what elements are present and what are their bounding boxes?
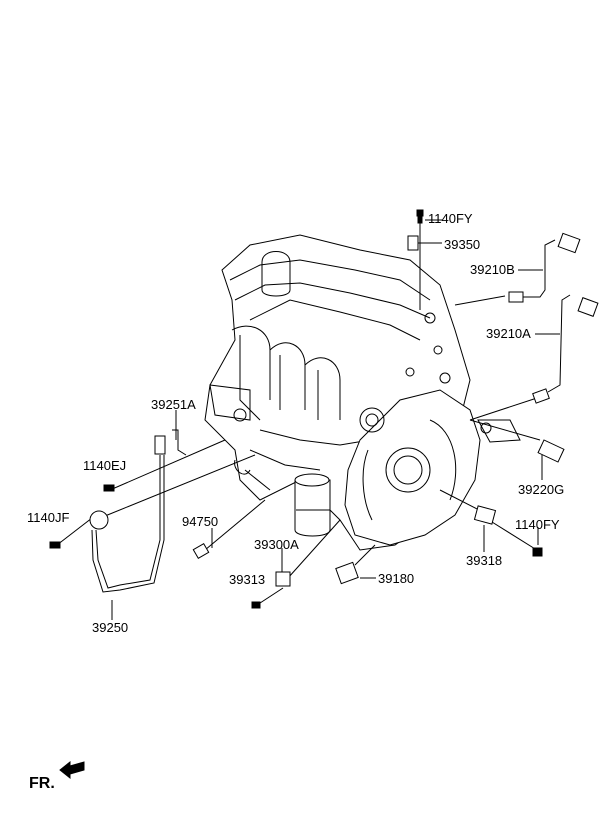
sensor-parts [49,209,599,780]
part-label-1140ej: 1140EJ [83,458,127,473]
part-label-39210b: 39210B [470,262,515,277]
part-label-39350: 39350 [444,237,481,252]
part-label-39210a: 39210A [486,326,531,341]
engine-assembly [204,234,521,551]
part-label-39180: 39180 [378,571,415,586]
part-label-39318: 39318 [466,553,503,568]
part-label-1140jf: 1140JF [27,510,70,525]
part-label-39250: 39250 [92,620,129,635]
part-label-39300a: 39300A [254,537,299,552]
front-arrow-icon [59,760,85,780]
part-label-1140fy-top: 1140FY [428,211,473,226]
part-label-1140fy-bottom: 1140FY [515,517,560,532]
part-label-39313: 39313 [229,572,266,587]
leader-lines [56,214,560,620]
part-label-94750: 94750 [182,514,219,529]
front-indicator-label: FR. [29,775,55,792]
part-label-39220g: 39220G [518,482,565,497]
part-label-39251a: 39251A [151,397,196,412]
